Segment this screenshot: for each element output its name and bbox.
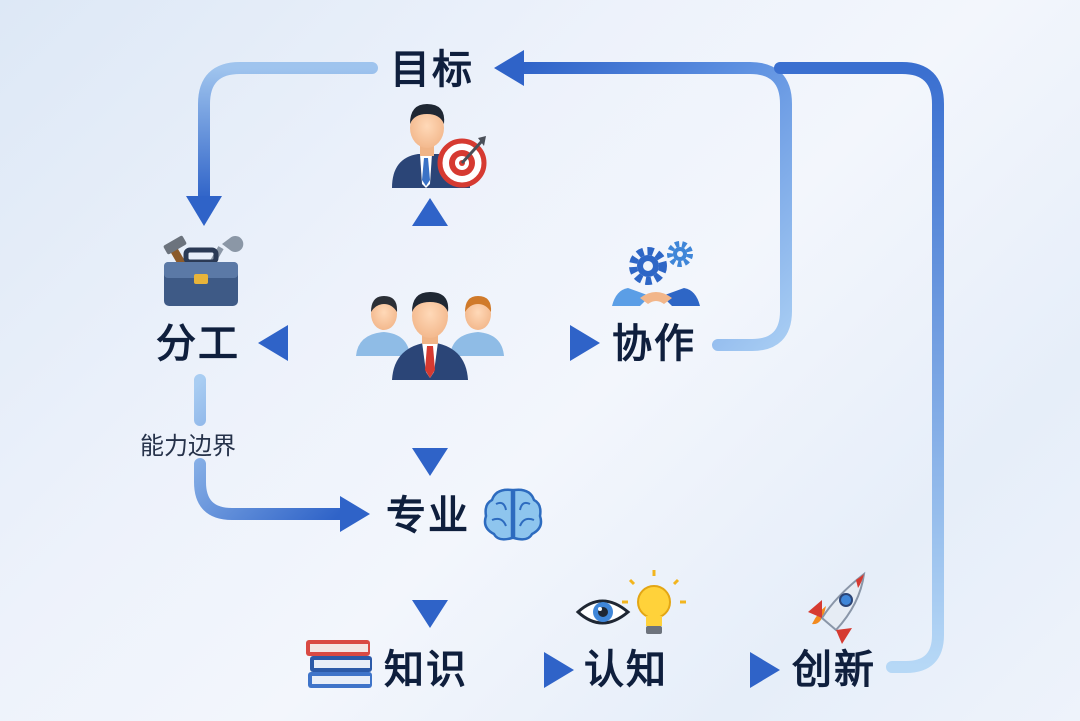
node-goal: 目标 — [390, 47, 474, 93]
arrow-goal-to-division-head — [186, 196, 222, 226]
arrow-team-to-division-head — [258, 325, 288, 361]
arrow-team-to-goal-head — [412, 198, 448, 226]
arrow-team-to-profession-head — [412, 448, 448, 476]
arrow-division-to-profession-head — [340, 496, 370, 532]
team-icon — [356, 292, 504, 380]
arrow-innovation-to-goal — [774, 62, 944, 673]
arrow-collaboration-to-goal — [514, 62, 792, 351]
node-cognition: 认知 — [584, 647, 668, 693]
toolbox-icon — [163, 235, 244, 306]
manager-target-icon — [392, 104, 487, 188]
lightbulb-icon — [622, 570, 686, 634]
node-collaboration: 协作 — [612, 321, 696, 367]
node-division: 分工 — [156, 321, 240, 367]
arrow-division-to-profession — [194, 374, 346, 520]
node-knowledge: 知识 — [384, 647, 468, 693]
eye-icon — [575, 599, 631, 625]
gears-handshake-icon — [612, 241, 700, 306]
node-profession: 专业 — [386, 493, 470, 539]
arrow-profession-to-knowledge-head — [412, 600, 448, 628]
arrow-cognition-to-innovation-head — [750, 652, 780, 688]
arrow-into-goal-head — [494, 50, 524, 86]
arrow-goal-to-division — [198, 62, 378, 206]
node-innovation: 创新 — [792, 647, 876, 693]
brain-icon — [483, 488, 543, 541]
books-icon — [306, 640, 372, 688]
rocket-icon — [808, 571, 866, 644]
arrow-team-to-collaboration-head — [570, 325, 600, 361]
edge-label-capability-boundary: 能力边界 — [140, 432, 236, 460]
arrow-knowledge-to-cognition-head — [544, 652, 574, 688]
